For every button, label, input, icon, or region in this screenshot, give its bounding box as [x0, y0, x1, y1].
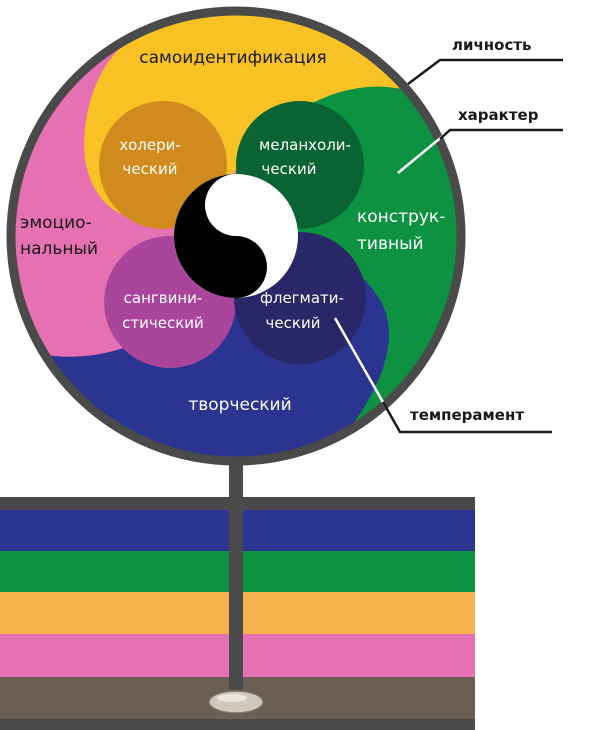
label-phlegmatic-line1: флегмати-: [260, 289, 344, 307]
callout-line-character-outside: [439, 128, 563, 140]
callout-character: характер: [458, 106, 539, 124]
ground-layer-frame-bottom: [0, 719, 475, 730]
pebble-icon: [208, 690, 264, 714]
label-choleric-line2: ческий: [123, 160, 178, 178]
yin-yang-icon: [174, 174, 298, 298]
label-emotional-line1: эмоцио-: [20, 213, 92, 233]
callout-personality: личность: [452, 36, 532, 54]
callout-temperament: темперамент: [410, 406, 524, 424]
label-creative: творческий: [188, 395, 291, 415]
label-sanguine-line1: сангвини-: [124, 289, 203, 307]
label-melancholic-line2: ческий: [262, 160, 317, 178]
label-phlegmatic-line2: ческий: [266, 314, 321, 332]
label-sanguine-line2: стический: [122, 314, 204, 332]
label-emotional-line2: нальный: [20, 239, 98, 259]
label-choleric-line1: холери-: [119, 136, 181, 154]
callout-line-temperament-outside: [381, 401, 552, 434]
label-melancholic-line1: меланхоли-: [259, 136, 351, 154]
callout-line-personality: [407, 58, 563, 85]
label-constructive-line1: конструк-: [357, 207, 445, 227]
stem: [229, 455, 243, 703]
label-self-identification: самоидентификация: [139, 48, 326, 68]
outer-ring: [6, 6, 466, 466]
label-constructive-line2: тивный: [357, 234, 424, 254]
